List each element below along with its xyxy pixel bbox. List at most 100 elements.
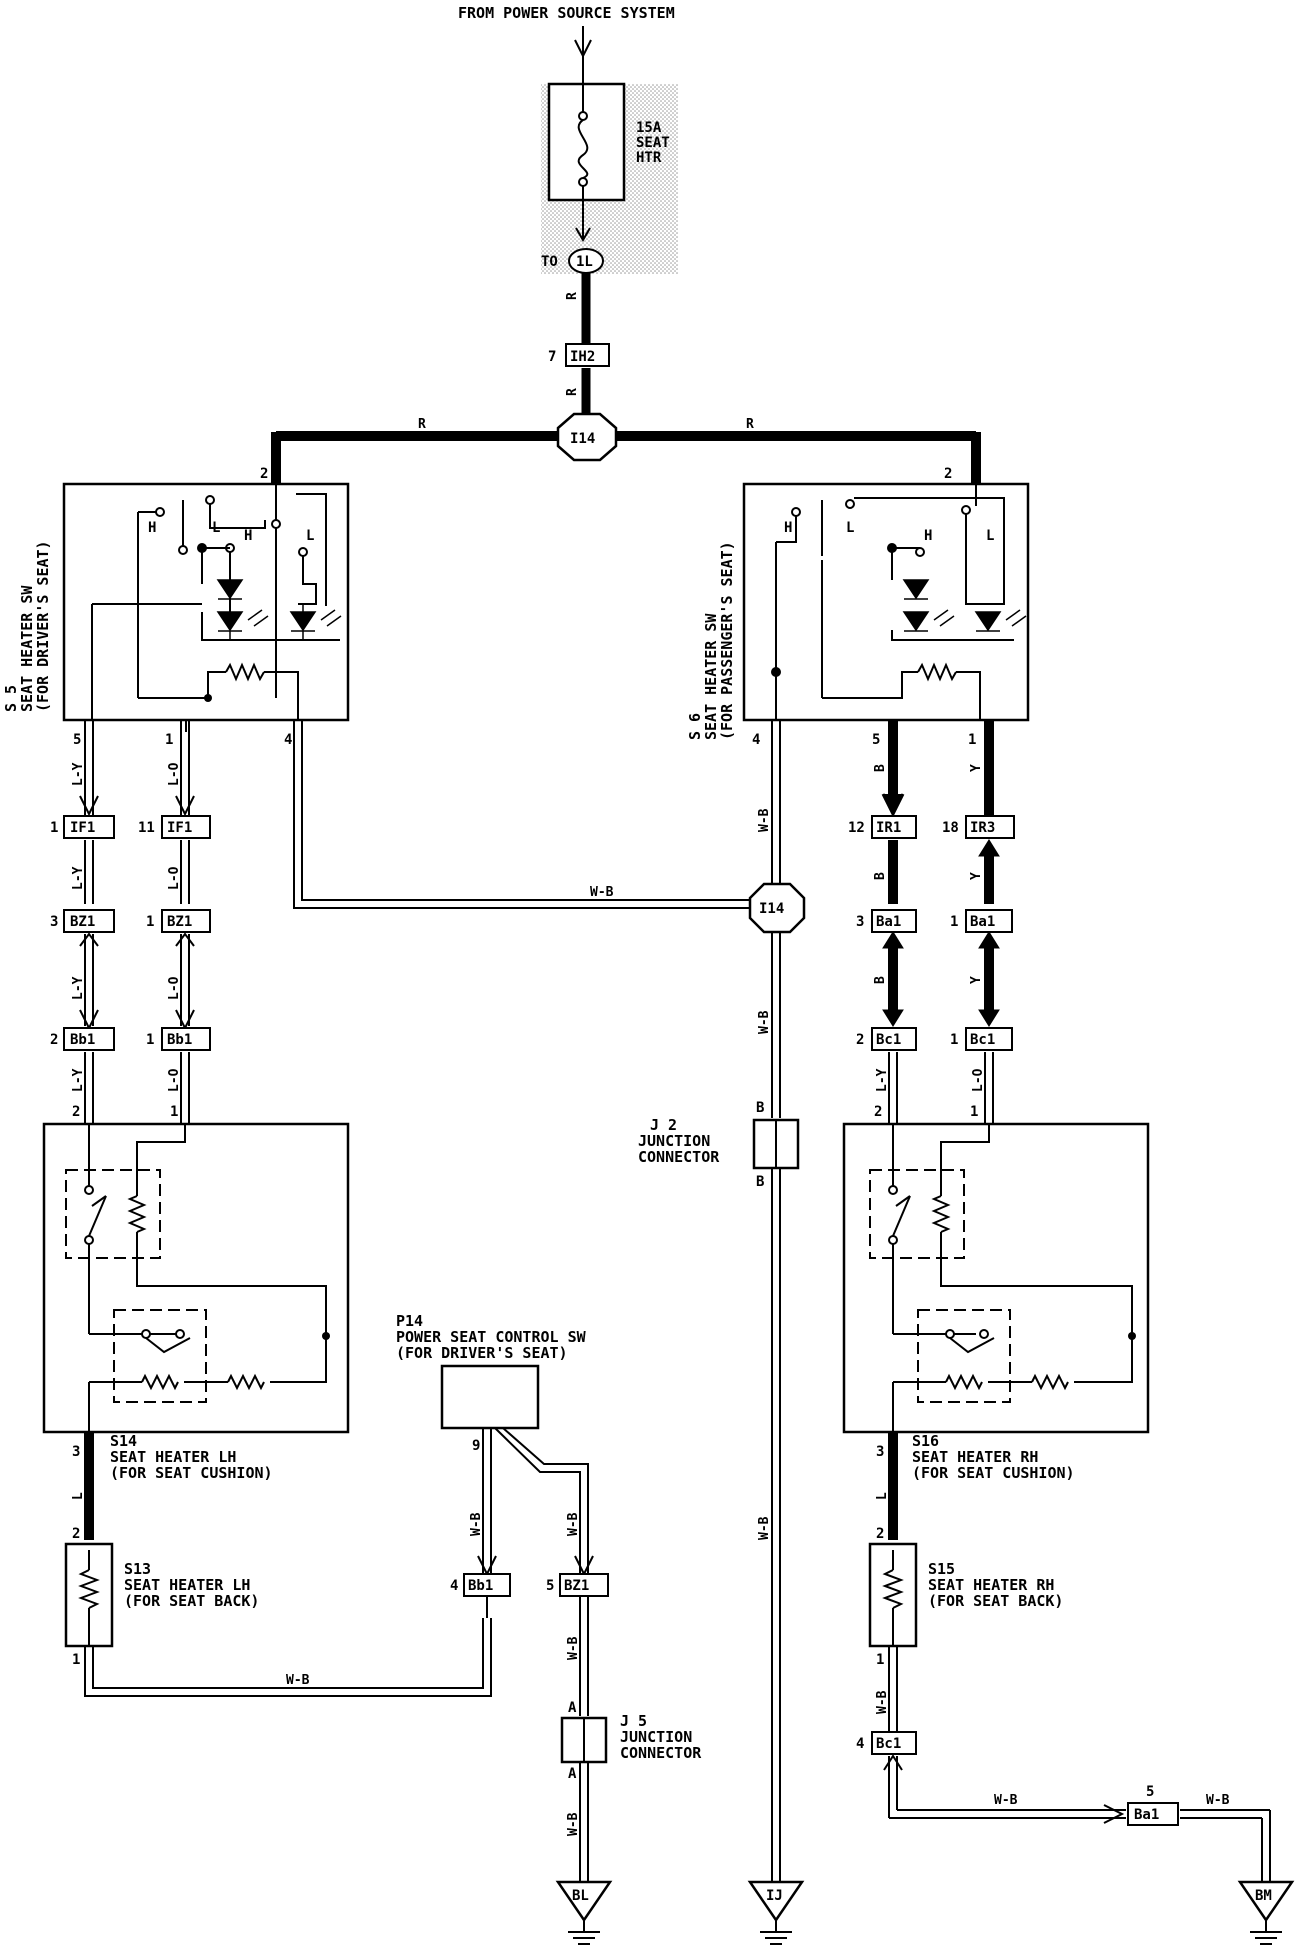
- wire-label-y-3: Y: [969, 976, 984, 984]
- s14-pin1: 1: [170, 1104, 178, 1120]
- s6-pin1: 1: [968, 732, 976, 748]
- s16-internal-circuit: [869, 1124, 1133, 1432]
- ground-bm: BM: [1237, 1880, 1295, 1945]
- j5-name: JUNCTION: [620, 1728, 692, 1746]
- s6-pin5: 5: [872, 732, 880, 748]
- connector-i14-center-label: I14: [759, 901, 784, 917]
- wire-label-wb-trunk-1: W-B: [757, 1010, 772, 1034]
- s16-pin1: 1: [970, 1104, 978, 1120]
- j5-sub: CONNECTOR: [620, 1744, 702, 1762]
- connector-if1-left: [63, 815, 115, 839]
- s6-internal-circuit: [771, 484, 1014, 720]
- wire-label-r-left: R: [418, 417, 426, 432]
- s15-resistor: [882, 1550, 904, 1646]
- s14-pin2: 2: [72, 1104, 80, 1120]
- wire-label-y-1: Y: [969, 764, 984, 772]
- s13-code: S13: [124, 1560, 151, 1578]
- s6-pin4: 4: [752, 732, 760, 748]
- s16-junction-dot: [1128, 1332, 1136, 1340]
- wire-label-wb-s13: W-B: [286, 1673, 310, 1688]
- connector-ba1-left-name: Ba1: [876, 914, 901, 930]
- wire-label-l-right: L: [875, 1492, 890, 1500]
- connector-ba1-right-pin: 1: [950, 914, 958, 930]
- connector-bc1-s15-name: Bc1: [876, 1736, 901, 1752]
- fuse-name-2: HTR: [636, 150, 662, 166]
- p14-name: POWER SEAT CONTROL SW: [396, 1328, 587, 1346]
- wire-wb-p14: [477, 1427, 594, 1577]
- fuse-rating: 15A: [636, 120, 662, 136]
- wire-label-r-2: R: [565, 388, 580, 396]
- wire-lo-left: [175, 720, 195, 1124]
- connector-ir1-name: IR1: [876, 820, 901, 836]
- connector-if1-left-pin: 1: [50, 820, 58, 836]
- s5-label-h1: H: [148, 520, 156, 536]
- j5-pin-a-bottom: A: [568, 1766, 577, 1782]
- s13-resistor: [78, 1550, 100, 1646]
- j2-pin-top: B: [756, 1100, 764, 1116]
- j2-sub: CONNECTOR: [638, 1148, 720, 1166]
- s6-label-h2: H: [924, 528, 932, 544]
- s14-heater-body: [42, 1122, 350, 1434]
- wire-wb-s6-to-i14: [771, 720, 781, 884]
- s6-label-l1: L: [846, 520, 854, 536]
- connector-ir1-pin: 12: [848, 820, 865, 836]
- wire-y-right: [978, 720, 1000, 1124]
- connector-if1-right-pin: 11: [138, 820, 155, 836]
- wire-label-wb-horizontal: W-B: [590, 885, 614, 900]
- s5-label-h2: H: [244, 528, 252, 544]
- connector-bb1-left-name: Bb1: [70, 1032, 95, 1048]
- fuse-symbol: [575, 84, 591, 242]
- connector-bb1-right-name: Bb1: [167, 1032, 192, 1048]
- wire-wb-s15: [883, 1646, 1271, 1882]
- connector-bz1-left: [63, 909, 115, 933]
- s6-sub: (FOR PASSENGER'S SEAT): [718, 541, 736, 740]
- connector-ba1-bm: [1127, 1802, 1179, 1826]
- wire-label-ly-3: L-Y: [71, 976, 86, 1000]
- wire-label-y-2: Y: [969, 872, 984, 880]
- p14-switch-body: [440, 1364, 540, 1430]
- connector-bb1-right-pin: 1: [146, 1032, 154, 1048]
- ground-ij: IJ: [747, 1880, 805, 1945]
- s13-pin2: 2: [72, 1526, 80, 1542]
- s5-sub: (FOR DRIVER'S SEAT): [34, 540, 52, 712]
- j2-pin-bottom: B: [756, 1174, 764, 1190]
- wire-label-lo-4: L-O: [167, 1068, 182, 1092]
- wire-label-lo-2: L-O: [167, 866, 182, 890]
- s5-junction-dot: [204, 694, 212, 702]
- connector-bc1-left-pin: 2: [856, 1032, 864, 1048]
- s14-junction-dot: [322, 1332, 330, 1340]
- connector-bz1-p14-name: BZ1: [564, 1578, 589, 1594]
- s5-pin4: 4: [284, 732, 292, 748]
- wire-wb-s13-to-bb1: [84, 1618, 492, 1697]
- wire-label-wb-s15-vert: W-B: [875, 1690, 890, 1714]
- connector-bc1-left-name: Bc1: [876, 1032, 901, 1048]
- wire-label-wb-bm: W-B: [1206, 1793, 1230, 1808]
- s6-label-l2: L: [986, 528, 994, 544]
- connector-if1-right: [161, 815, 211, 839]
- s5-pin5: 5: [73, 732, 81, 748]
- connector-bc1-s15-pin: 4: [856, 1736, 864, 1752]
- s16-pin2: 2: [874, 1104, 882, 1120]
- wire-label-wb-s15-horiz: W-B: [994, 1793, 1018, 1808]
- wire-label-b-2: B: [873, 872, 888, 880]
- wire-label-ly-4: L-Y: [71, 1068, 86, 1092]
- connector-ir1: [871, 815, 917, 839]
- p14-pin: 9: [472, 1438, 480, 1454]
- s5-code: S 5: [2, 685, 20, 712]
- wire-label-lo-1: L-O: [167, 762, 182, 786]
- ground-bl: BL: [555, 1880, 613, 1945]
- connector-ba1-left: [871, 909, 917, 933]
- ground-bl-label: BL: [572, 1888, 589, 1904]
- wire-r-trunk: [271, 273, 981, 484]
- connector-bz1-left-name: BZ1: [70, 914, 95, 930]
- s5-internal-circuit: [91, 484, 340, 732]
- wire-wb-bz1-to-bl: [579, 1596, 589, 1882]
- wire-label-lo-3: L-O: [167, 976, 182, 1000]
- s5-leds: [216, 579, 342, 640]
- s6-pin-top: 2: [944, 466, 952, 482]
- connector-ir3-pin: 18: [942, 820, 959, 836]
- connector-ba1-right-name: Ba1: [970, 914, 995, 930]
- fuse-connector-label: 1L: [576, 254, 593, 270]
- connector-i14-center: [748, 882, 806, 934]
- wire-label-wb-p14-2: W-B: [566, 1512, 581, 1536]
